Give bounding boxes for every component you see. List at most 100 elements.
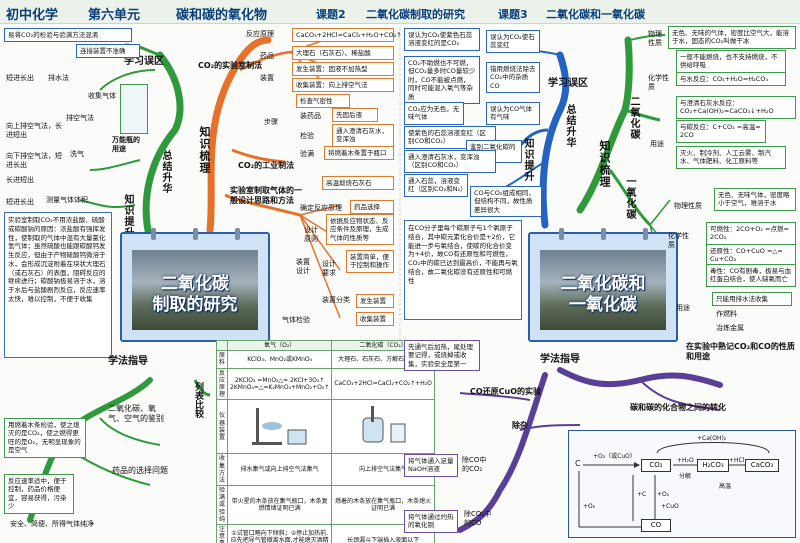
misconception-2: CO₂不助燃也不可燃，但CO₂量多时CO量较少时，CO不能被点燃，同时可能混入氧… xyxy=(404,56,480,105)
table-row: 验满或验纯 带火星的木条放在集气瓶口，木条复燃情绪证明已满 燃着的木条放在集气瓶… xyxy=(215,485,435,525)
drug-note: 反应速率适中，便于控制，药品价格便宜，容易获得，污染少 xyxy=(4,474,74,514)
g2a: 依据反应物状态、反应条件及原理，生成气体的性质等 xyxy=(326,214,394,246)
lab-method-label: CO₂的实验室制法 xyxy=(198,61,263,70)
industry-label: CO₂的工业制法 xyxy=(238,161,295,170)
co-physical-label: 物理性质 xyxy=(674,202,702,210)
drug-note-2: 安全、简便、所得气体纯净 xyxy=(10,520,94,528)
co-chemical-4: 只能用排水法收集 xyxy=(712,292,792,307)
remove-label: 除杂 xyxy=(512,421,528,430)
table-row: 仪器装置 xyxy=(215,399,435,455)
first-last-rule: 先通气后加热，尾处理要记得，或烧掉或收集，实验安全是第一 xyxy=(404,340,480,372)
g1a: 药品选择 xyxy=(350,200,394,215)
col-device: 收集装置：向上排空气法 xyxy=(292,78,394,93)
step-4a: 将燃着木条置于瓶口 xyxy=(324,146,394,161)
drugs-label: 药品 xyxy=(260,52,274,60)
header-bar: 初中化学 第六单元 碳和碳的氧化物 课题2 二氧化碳制取的研究 课题3 二氧化碳… xyxy=(0,0,800,24)
left-board-title-2: 制取的研究 xyxy=(152,295,238,316)
left-summary-label: 总结升华 xyxy=(160,150,171,194)
drugs-value: 大理石（石灰石）、稀盐酸 xyxy=(292,46,394,61)
co-chemical-3: 毒性：CO有剧毒，极易与血红蛋白结合，使人缺氧而亡 xyxy=(706,264,796,287)
right-knowledge-label: 知识提升 xyxy=(522,138,533,182)
left-green-branch xyxy=(142,51,184,244)
co2-o2-note: 用燃着木条检验，使之熄灭的是CO₂，使之燃得更旺的是O₂，无明显现象的是空气 xyxy=(4,418,86,458)
co2-chemical-label: 化学性质 xyxy=(648,74,669,91)
knowledge-4: 通入石蕊，溶液变红（区别CO₂和N₂） xyxy=(404,174,468,197)
rx-label-h2o: +H₂O xyxy=(677,457,694,464)
co2-label: 二氧化碳 xyxy=(628,96,639,140)
co2-physical-label: 物理性质 xyxy=(648,30,662,47)
co2-physical: 无色、无味的气体，密度比空气大，能溶于水，固态的CO₂叫做干冰 xyxy=(668,26,796,49)
table-row: 收集方法 排水集气或向上排空气法集气 向上排空气法集气 xyxy=(215,453,435,487)
right-board-title-2: 一氧化碳 xyxy=(569,295,637,316)
left-error-area-label: 学习误区 xyxy=(124,56,164,67)
step-4: 验满 xyxy=(300,150,314,158)
rx-c: C xyxy=(575,459,581,468)
table-row: 注意事项 ①试管口略向下倾斜；②停止加热前,应先把导气管撤离水面,才能熄灭酒精灯… xyxy=(215,524,435,543)
lesson3-title: 二氧化碳和一氧化碳 xyxy=(546,8,645,21)
step-2a: 先固后液 xyxy=(332,108,378,123)
unit-title: 碳和碳的氧化物 xyxy=(176,8,268,23)
gen-device: 发生装置：固液不加热型 xyxy=(292,62,394,77)
left-knowledge-label: 知识提升 xyxy=(122,194,133,238)
co2-usage: 灭火、制冷剂、人工云雾、制汽水、气体肥料、化工原料等 xyxy=(676,146,786,169)
right-board-title-1: 二氧化碳和 xyxy=(560,274,646,294)
sky-image xyxy=(540,250,666,330)
knowledge-3: 通入澄清石灰水，变浑浊（区别CO和CO₂） xyxy=(404,150,496,173)
table-row: 原料 KClO₃、MnO₂或KMnO₄ 大理石、石灰石、方解石和稀盐酸 xyxy=(215,350,435,369)
right-purple-branch xyxy=(557,367,723,388)
right-error-area-label: 学习误区 xyxy=(548,78,588,89)
co-structure-note: 在CO分子里每个碳原子与1个氧原子结合，其中碳元素化合价是+2价，它能进一步与氧… xyxy=(404,220,522,320)
co-usage-2: 冶炼金属 xyxy=(716,324,744,332)
right-title-board: 二氧化碳和 一氧化碳 xyxy=(528,228,678,342)
wide-bottle-icon xyxy=(120,84,148,134)
co2-chemical-2: 与水反应：CO₂+H₂O=H₂CO₃ xyxy=(676,72,786,87)
lesson3-label: 课题3 xyxy=(498,8,528,21)
rx-label-c: +C xyxy=(637,491,647,498)
error-note-11: 长进短出 xyxy=(6,176,34,184)
left-method-label: 学法指导 xyxy=(108,356,148,367)
rx-label-hcl: +HCl xyxy=(729,457,745,464)
unit-label: 第六单元 xyxy=(88,8,141,23)
step-3a: 通入澄清石灰水，变浑浊 xyxy=(332,124,394,147)
rx-label-o2: +O₂ xyxy=(657,491,670,498)
rx-label-caoh2: +Ca(OH)₂ xyxy=(697,435,727,442)
comparison-table: 氧气（O₂） 二氧化碳（CO₂） 原料 KClO₃、MnO₂或KMnO₄ 大理石… xyxy=(215,339,435,543)
left-board-title-1: 二氧化碳 xyxy=(161,274,229,294)
rx-caco3: CaCO₃ xyxy=(745,459,779,472)
lab-note: 在实验中熟记CO₂和CO的性质和用途 xyxy=(686,342,795,361)
misconception-2a: 错用燃烧法除去CO₂中的杂质CO xyxy=(486,62,540,94)
rx-co2: CO₂ xyxy=(641,459,671,472)
rx-label-o2-b: +O₂ xyxy=(583,503,596,510)
misconception-3a: 误认为CO气体有气味 xyxy=(486,102,540,125)
error-note-4: 排水法 xyxy=(48,74,69,82)
error-note-13: 测量气体体积 xyxy=(46,196,88,204)
step-2: 装药品 xyxy=(300,112,321,120)
right-summary-label: 总结升华 xyxy=(564,104,575,148)
error-note-7: 万能瓶的用途 xyxy=(112,136,140,153)
co2-o2-id: 二氧化碳、氧气、空气的鉴别 xyxy=(108,404,164,423)
co-usage-1: 作燃料 xyxy=(716,310,737,318)
step-1: 检查气密性 xyxy=(296,94,350,109)
acid-note: 实验室制取CO₂不用浓盐酸、硫酸或碳酸钠的原因：浓盐酸有强挥发性，使制取的气体中… xyxy=(4,212,112,358)
error-note-5: 收集气体 xyxy=(88,92,116,100)
g3e: 收集装置 xyxy=(356,312,394,327)
steps-label: 步骤 xyxy=(264,118,278,126)
remove-2: 将气体通过灼热的氧化铜 xyxy=(404,510,458,533)
o2-apparatus-drawing xyxy=(227,399,333,455)
right-method-label: 学法指导 xyxy=(540,354,580,365)
lesson2-title: 二氧化碳制取的研究 xyxy=(366,8,465,21)
error-note-10: 向下排空气法，短进长出 xyxy=(6,152,62,169)
g2: 设计原则 xyxy=(304,226,318,243)
cuo-experiment: CO还原CuO的实验 xyxy=(470,387,542,396)
reaction-equation: CaCO₃+2HCl=CaCl₂+H₂O+CO₂↑ xyxy=(292,28,402,43)
misconception-1a: 误认为CO₂使石蕊变红 xyxy=(486,30,540,53)
co2-chemical-1: 一般不能燃烧，也不支持燃烧，不供给呼吸 xyxy=(676,50,786,73)
error-note-9: 洗气 xyxy=(70,150,84,158)
table-header-row: 氧气（O₂） 二氧化碳（CO₂） xyxy=(215,339,435,352)
compare-label: 列表比较 xyxy=(193,382,203,418)
right-blue-branch xyxy=(539,51,570,229)
sky-image xyxy=(132,250,258,330)
co2-apparatus-drawing xyxy=(331,399,435,455)
co2-usage-label: 用途 xyxy=(650,140,664,148)
g3c: 装置分类 xyxy=(322,296,350,304)
